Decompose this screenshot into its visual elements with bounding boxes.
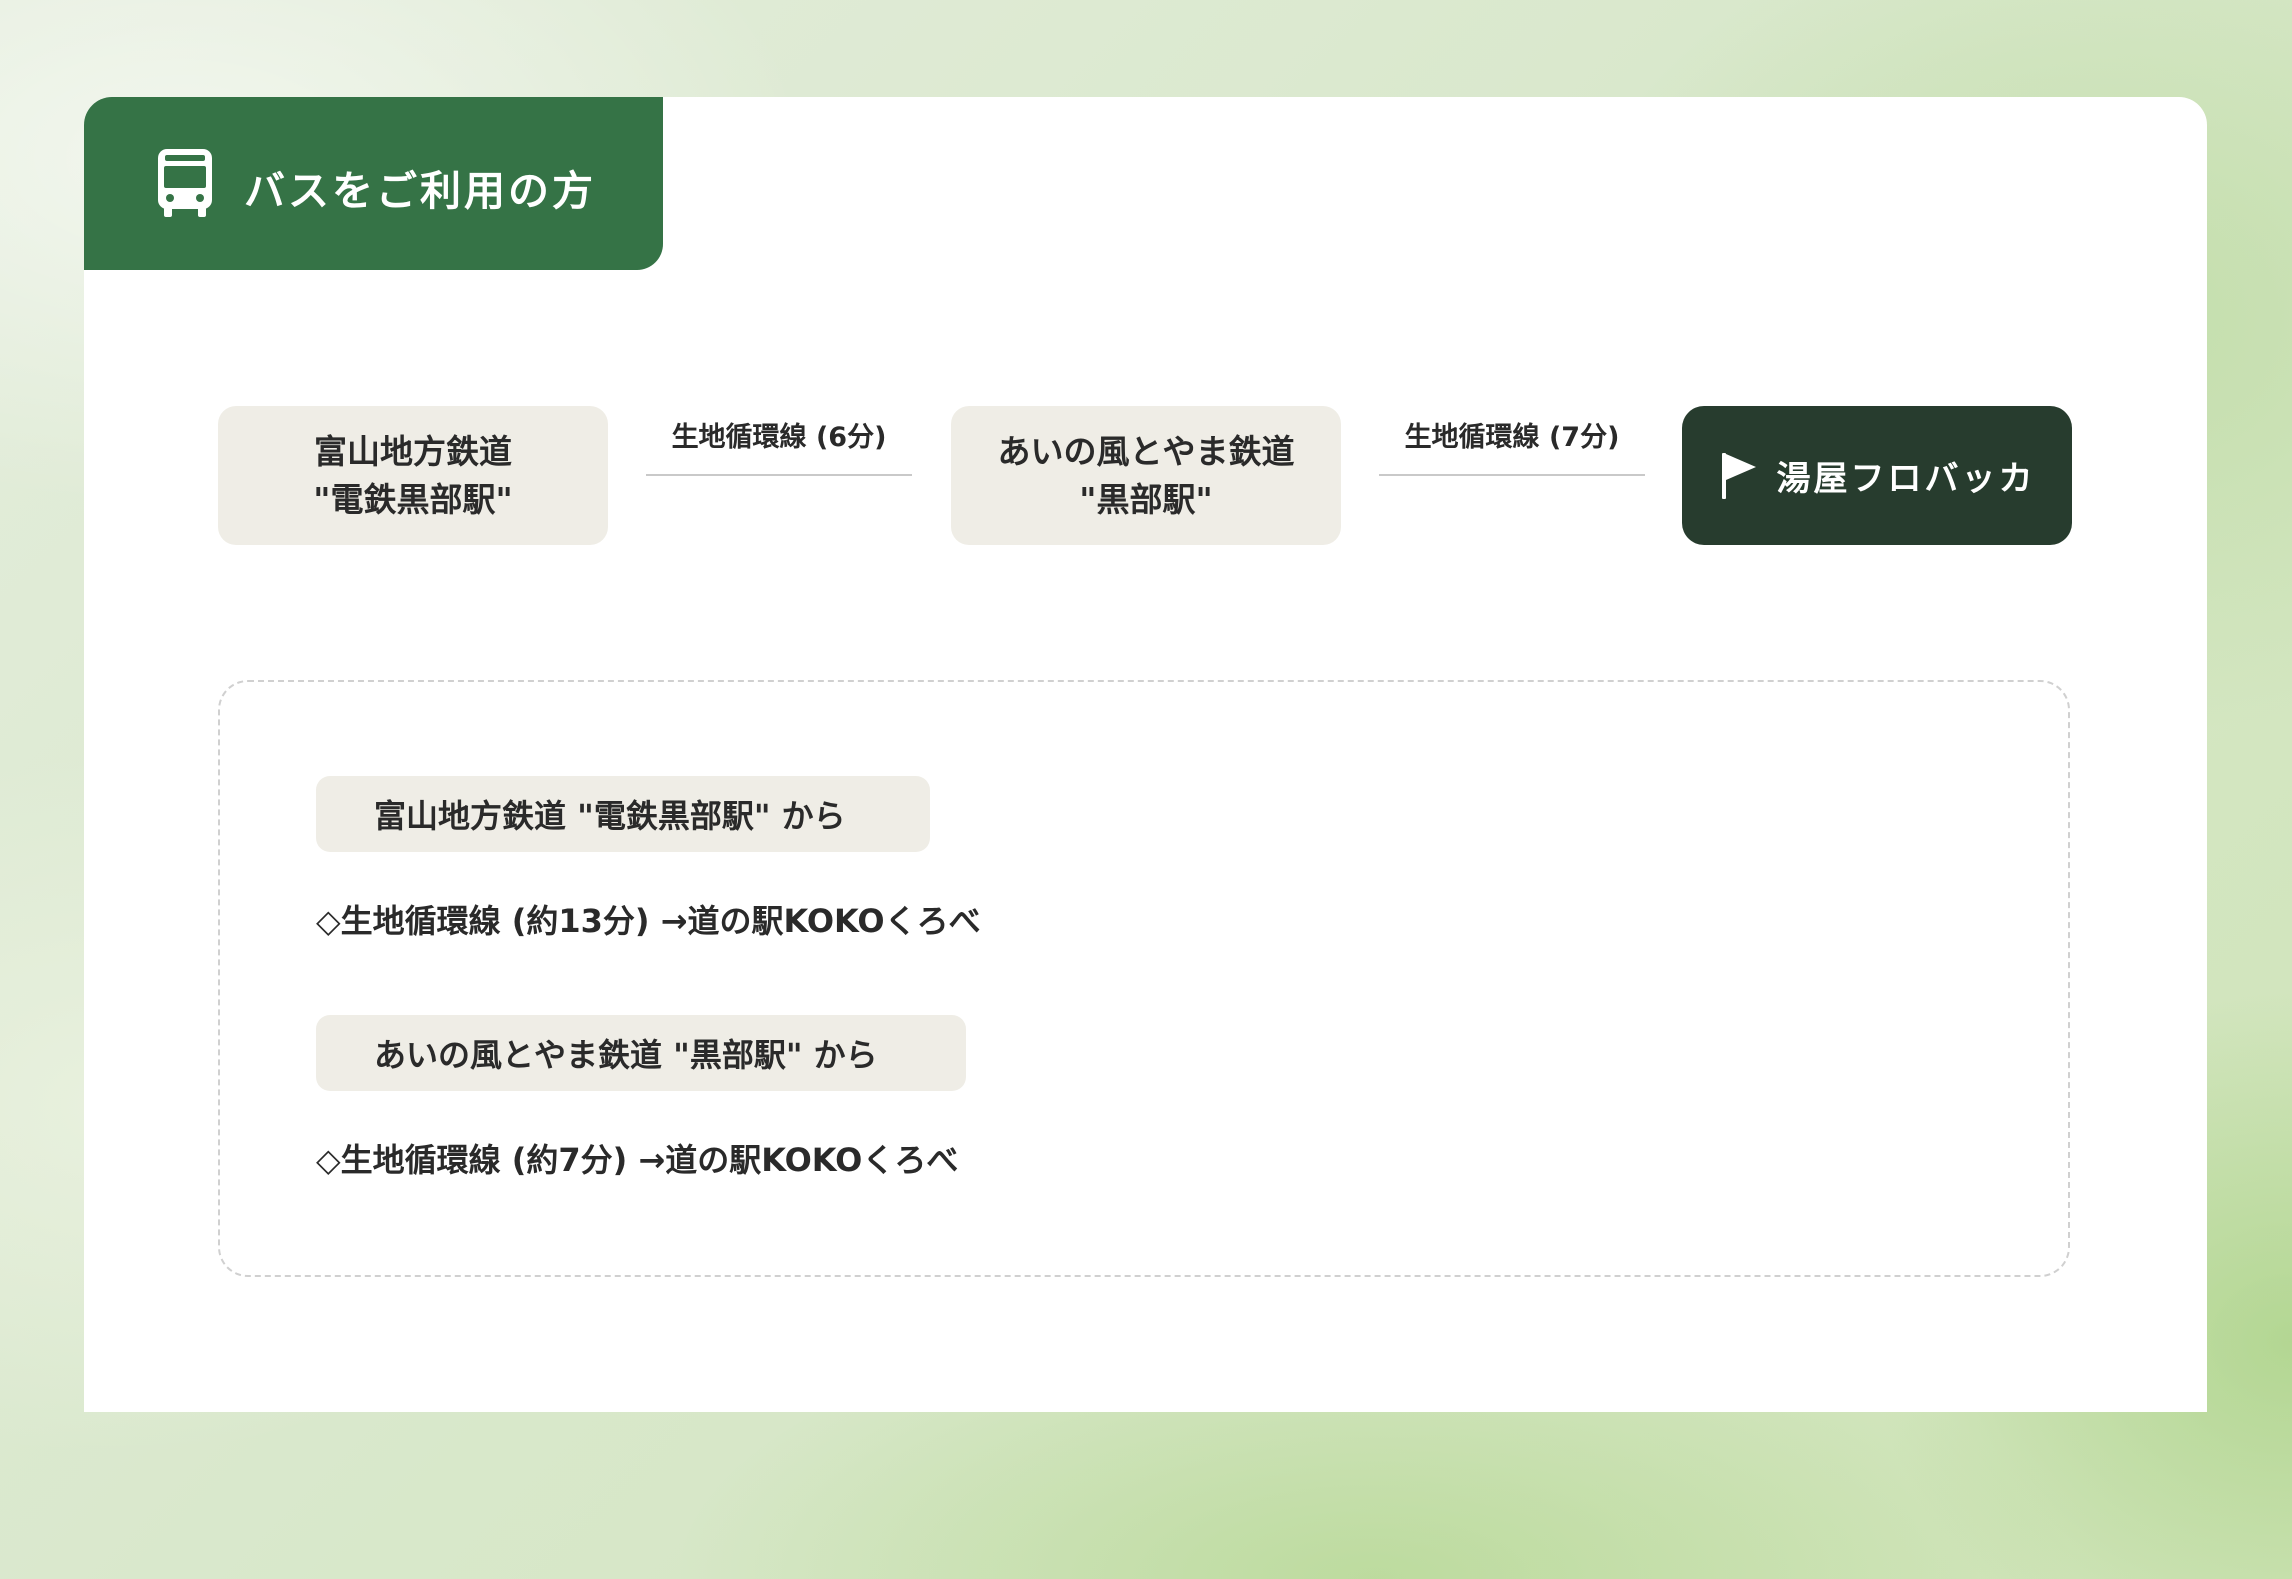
station-stop: "電鉄黒部駅" [313, 479, 513, 519]
departure-label: 富山地方鉄道 "電鉄黒部駅" から [316, 776, 930, 852]
route-description: ◇生地循環線 (約13分) →道の駅KOKOくろべ [316, 902, 981, 940]
station-stop: "黒部駅" [1079, 479, 1213, 519]
connector-line [646, 474, 912, 476]
bus-icon [158, 149, 212, 217]
station-kurobe: あいの風とやま鉄道 "黒部駅" [951, 406, 1341, 545]
connector-label: 生地循環線 (6分) [671, 422, 887, 453]
flag-icon [1721, 452, 1756, 499]
connector-line [1379, 474, 1645, 476]
header-tab: バスをご利用の方 [84, 97, 663, 270]
destination-badge: 湯屋フロバッカ [1682, 406, 2072, 545]
station-dentetsu-kurobe: 富山地方鉄道 "電鉄黒部駅" [218, 406, 608, 545]
destination-label: 湯屋フロバッカ [1776, 459, 2036, 499]
page-title: バスをご利用の方 [244, 167, 596, 215]
station-name: 富山地方鉄道 [314, 431, 512, 471]
access-card: バスをご利用の方 富山地方鉄道 "電鉄黒部駅" 生地循環線 (6分) あいの風と… [84, 97, 2207, 1412]
route-diagram: 富山地方鉄道 "電鉄黒部駅" 生地循環線 (6分) あいの風とやま鉄道 "黒部駅… [84, 97, 2207, 1412]
station-name: あいの風とやま鉄道 [997, 431, 1295, 471]
departure-label: あいの風とやま鉄道 "黒部駅" から [316, 1015, 966, 1091]
connector-label: 生地循環線 (7分) [1404, 422, 1620, 453]
route-description: ◇生地循環線 (約7分) →道の駅KOKOくろべ [316, 1141, 959, 1179]
route-details: 富山地方鉄道 "電鉄黒部駅" から ◇生地循環線 (約13分) →道の駅KOKO… [218, 680, 2070, 1277]
